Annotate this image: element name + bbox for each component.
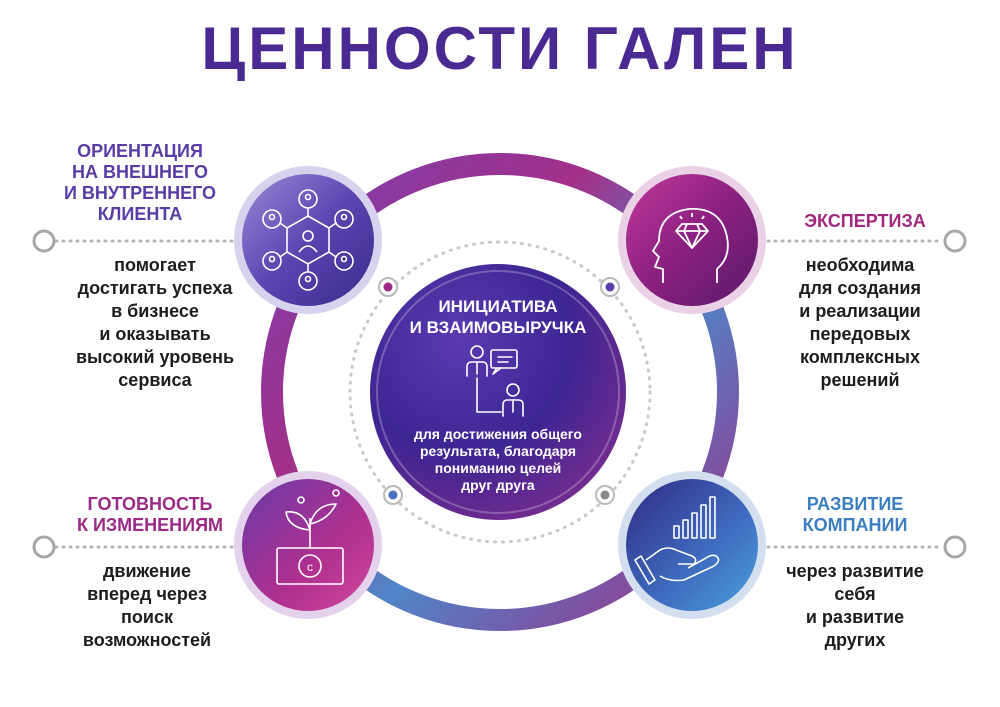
value-title-client: ОРИЕНТАЦИЯ НА ВНЕШНЕГО И ВНУТРЕННЕГО КЛИ…	[63, 141, 217, 224]
value-text-expertise: необходима для создания и реализации пер…	[799, 255, 921, 390]
center-title: ИНИЦИАТИВА И ВЗАИМОВЫРУЧКА	[409, 297, 587, 337]
value-title-expertise: ЭКСПЕРТИЗА	[804, 211, 926, 231]
sprout-coin-icon: c	[276, 489, 344, 585]
center-circle	[370, 264, 626, 520]
head-diamond-icon	[652, 208, 729, 283]
connector-end-circles	[32, 229, 967, 559]
page-title: ЦЕННОСТИ ГАЛЕН	[201, 15, 799, 82]
value-text-change: движение вперед через поиск возможностей	[82, 561, 212, 650]
svg-text:c: c	[307, 560, 313, 574]
value-title-change: ГОТОВНОСТЬ К ИЗМЕНЕНИЯМ	[76, 494, 224, 535]
value-text-growth: через развитие себя и развитие других	[786, 561, 924, 650]
value-node-expertise	[618, 166, 766, 314]
value-text-client: помогает достигать успеха в бизнесе и ок…	[75, 255, 235, 390]
value-node-growth	[618, 471, 766, 619]
team-help-icon	[466, 345, 524, 417]
value-node-change: c	[234, 471, 382, 619]
center-text: для достижения общего результата, благод…	[414, 426, 582, 493]
outer-ring	[261, 153, 739, 631]
customer-network-icon	[262, 189, 354, 291]
value-node-client	[234, 166, 382, 314]
ring-connector-dots	[378, 277, 620, 505]
value-title-growth: РАЗВИТИЕ КОМПАНИИ	[802, 494, 908, 535]
inner-dotted-ring	[348, 240, 652, 544]
hand-growth-chart-icon	[634, 496, 720, 585]
side-connectors	[54, 239, 945, 549]
